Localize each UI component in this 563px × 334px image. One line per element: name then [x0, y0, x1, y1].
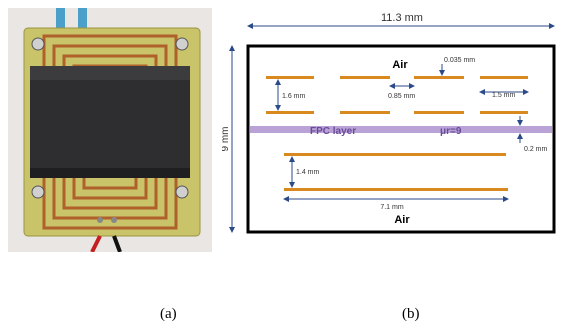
transformer-photo: [8, 8, 212, 253]
air-top-label: Air: [392, 59, 408, 71]
top-trace-row: [266, 76, 528, 79]
screw-icon: [31, 37, 189, 199]
gap-top-label: 1.6 mm: [282, 93, 306, 100]
fpc-thickness-label: 0.2 mm: [524, 146, 548, 153]
overall-height-label: 9 mm: [222, 127, 231, 152]
trace-width-label: 1.5 mm: [492, 92, 516, 99]
fpc-layer: [250, 126, 552, 133]
gap-bottom-label: 1.4 mm: [296, 169, 320, 176]
cross-section-svg: 11.3 mm 9 mm FPC layer μr=9 Air Air: [220, 12, 556, 234]
permittivity-label: μr=9: [440, 126, 462, 137]
trace-spacing-label: 0.85 mm: [388, 93, 415, 100]
long-trace-lower: [284, 188, 508, 191]
overall-width-label: 11.3 mm: [381, 12, 423, 24]
transformer-photo-illustration: [8, 8, 212, 253]
fpc-label: FPC layer: [310, 126, 356, 137]
bottom-length-label: 7.1 mm: [380, 204, 404, 211]
trace-thickness-label: 0.035 mm: [444, 57, 475, 64]
caption-b: (b): [402, 306, 420, 322]
middle-trace-row: [266, 111, 528, 114]
caption-a: (a): [160, 306, 177, 322]
air-bottom-label: Air: [394, 214, 410, 226]
cross-section-diagram: 11.3 mm 9 mm FPC layer μr=9 Air Air: [220, 6, 558, 238]
long-trace-upper: [284, 153, 506, 156]
